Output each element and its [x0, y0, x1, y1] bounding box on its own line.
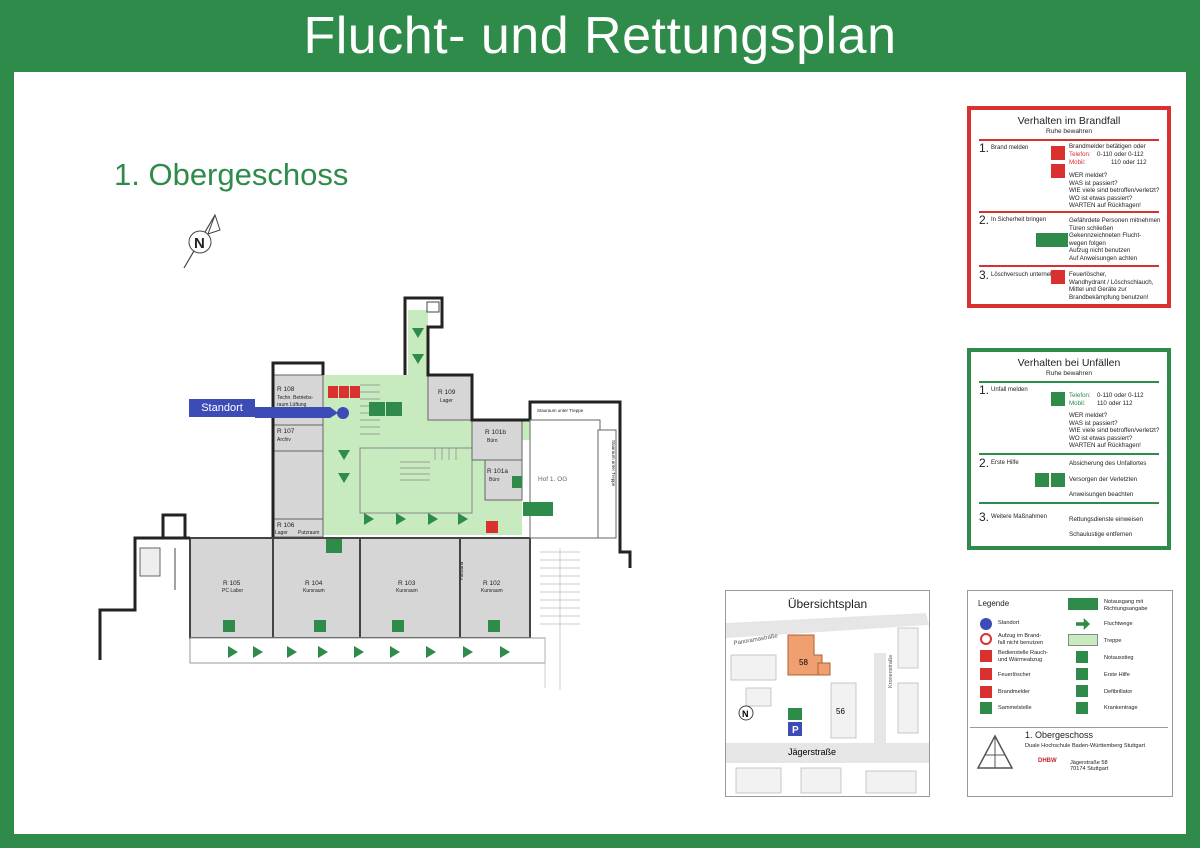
room-r103: [359, 537, 461, 639]
r101b-label: R 101b: [485, 429, 506, 436]
r107-label: R 107: [277, 428, 295, 435]
first-aid-icon: [1035, 473, 1049, 487]
room-r109: [427, 374, 473, 421]
title-bar: Flucht- und Rettungsplan: [0, 0, 1200, 72]
svg-text:Archiv: Archiv: [277, 437, 291, 443]
smoke-vent-icon: [980, 650, 992, 662]
legend-panel: Legende Standort Aufzug im Brand- fall n…: [967, 590, 1173, 797]
stauraum-label-2: Stauraum unter Treppe: [611, 440, 616, 487]
r103-label: R 103: [398, 580, 416, 587]
svg-text:58: 58: [799, 658, 808, 667]
svg-text:Büro: Büro: [487, 438, 498, 444]
defibrillator-icon: [1076, 685, 1088, 697]
hof-label: Hof 1. OG: [538, 476, 567, 483]
phone-icon: [1051, 392, 1065, 406]
phone-icon: [1051, 164, 1065, 178]
svg-text:Putzraum: Putzraum: [298, 530, 319, 536]
legend-title: Legende: [978, 599, 1010, 608]
svg-text:Jägerstraße: Jägerstraße: [788, 747, 836, 757]
defibrillator-icon: [1051, 473, 1065, 487]
north-arrow-icon: N: [183, 213, 221, 269]
terrace: [189, 637, 546, 664]
floor-plan: R 108 Techn. Betriebs- raum Lüftung R 10…: [98, 296, 632, 690]
room-r101b: [471, 419, 523, 461]
svg-text:PC Labor: PC Labor: [222, 588, 243, 594]
overview-title: Übersichtsplan: [787, 597, 868, 611]
fire-alarm-icon: [980, 686, 992, 698]
svg-text:Lager: Lager: [275, 530, 288, 536]
exit-signs: [223, 402, 553, 632]
svg-text:Kursraum: Kursraum: [396, 588, 418, 594]
standort-icon: [980, 618, 992, 630]
escape-route-arrows: [228, 328, 510, 658]
svg-text:56: 56: [836, 707, 845, 716]
assembly-point-icon: [788, 708, 802, 720]
parking-icon: [788, 722, 802, 736]
r101a-label: R 101a: [487, 468, 508, 475]
overview-north-icon: [738, 705, 754, 721]
overview-map: Übersichtsplan 58 56 Panoramastraße Jäge…: [725, 590, 930, 797]
accident-panel-subtitle: Ruhe bewahren: [1046, 370, 1092, 377]
stair-left: [139, 547, 161, 577]
svg-text:Kronenstraße: Kronenstraße: [888, 655, 894, 688]
fire-behaviour-panel: Verhalten im Brandfall Ruhe bewahren 1.B…: [967, 106, 1171, 308]
first-aid-icon: [1076, 668, 1088, 680]
escape-sign-icon: [1036, 233, 1068, 247]
title-block: 1. Obergeschoss Duale Hochschule Baden-W…: [970, 727, 1168, 792]
room-wc: [272, 450, 324, 520]
titleblock-client: Duale Hochschule Baden-Württemberg Stutt…: [1025, 743, 1146, 749]
exit-sign-icon: [1068, 598, 1098, 610]
r109-label: R 109: [438, 389, 456, 396]
no-elevator-icon: [980, 633, 992, 645]
standort-marker: [337, 407, 349, 419]
stauraum-label-1: Stauraum unter Treppe: [537, 408, 584, 413]
r105-label: R 105: [223, 580, 241, 587]
emergency-exit-icon: [1076, 651, 1088, 663]
page-title: Flucht- und Rettungsplan: [303, 7, 897, 65]
building-58: [787, 634, 823, 676]
faltwand-label: Faltwand: [459, 561, 464, 580]
assembly-point-icon: [980, 702, 992, 714]
fire-extinguisher-icon: [1051, 270, 1065, 284]
titleblock-floor: 1. Obergeschoss: [1025, 730, 1094, 740]
svg-text:Techn. Betriebs-: Techn. Betriebs-: [277, 395, 313, 401]
room-r107: [272, 424, 324, 452]
courtyard: [529, 419, 601, 539]
svg-text:Kursraum: Kursraum: [303, 588, 325, 594]
fire-panel-title: Verhalten im Brandfall: [1017, 115, 1121, 127]
stairs-icon: [1068, 634, 1098, 646]
standort-label: Standort: [189, 399, 255, 417]
r104-label: R 104: [305, 580, 323, 587]
fire-alarm-icon: [1051, 146, 1065, 160]
titleblock-address: Jägerstraße 58 70174 Stuttgart: [1070, 760, 1109, 772]
svg-text:P: P: [792, 725, 799, 736]
r102-label: R 102: [483, 580, 501, 587]
stretcher-icon: [1076, 702, 1088, 714]
svg-text:raum Lüftung: raum Lüftung: [277, 402, 307, 408]
r106-label: R 106: [277, 522, 295, 529]
stairwell: [359, 447, 473, 514]
stair-outside: [597, 429, 617, 539]
svg-text:N: N: [194, 235, 205, 252]
floor-title: 1. Obergeschoss: [114, 157, 349, 192]
accident-behaviour-panel: Verhalten bei Unfällen Ruhe bewahren 1.U…: [967, 348, 1171, 550]
r108-label: R 108: [277, 386, 295, 393]
room-r102: [459, 537, 531, 639]
company-logo: [976, 734, 1014, 769]
fire-panel-subtitle: Ruhe bewahren: [1046, 128, 1092, 135]
svg-text:Kursraum: Kursraum: [481, 588, 503, 594]
dhbw-logo: DHBW: [1038, 758, 1057, 764]
svg-text:Lager: Lager: [440, 398, 453, 404]
fire-extinguisher-icon: [980, 668, 992, 680]
accident-panel-title: Verhalten bei Unfällen: [1017, 357, 1121, 369]
svg-text:N: N: [742, 709, 749, 719]
route-arrow-icon: [1076, 618, 1090, 630]
svg-text:Büro: Büro: [489, 477, 500, 483]
fire-equipment: [328, 301, 498, 533]
